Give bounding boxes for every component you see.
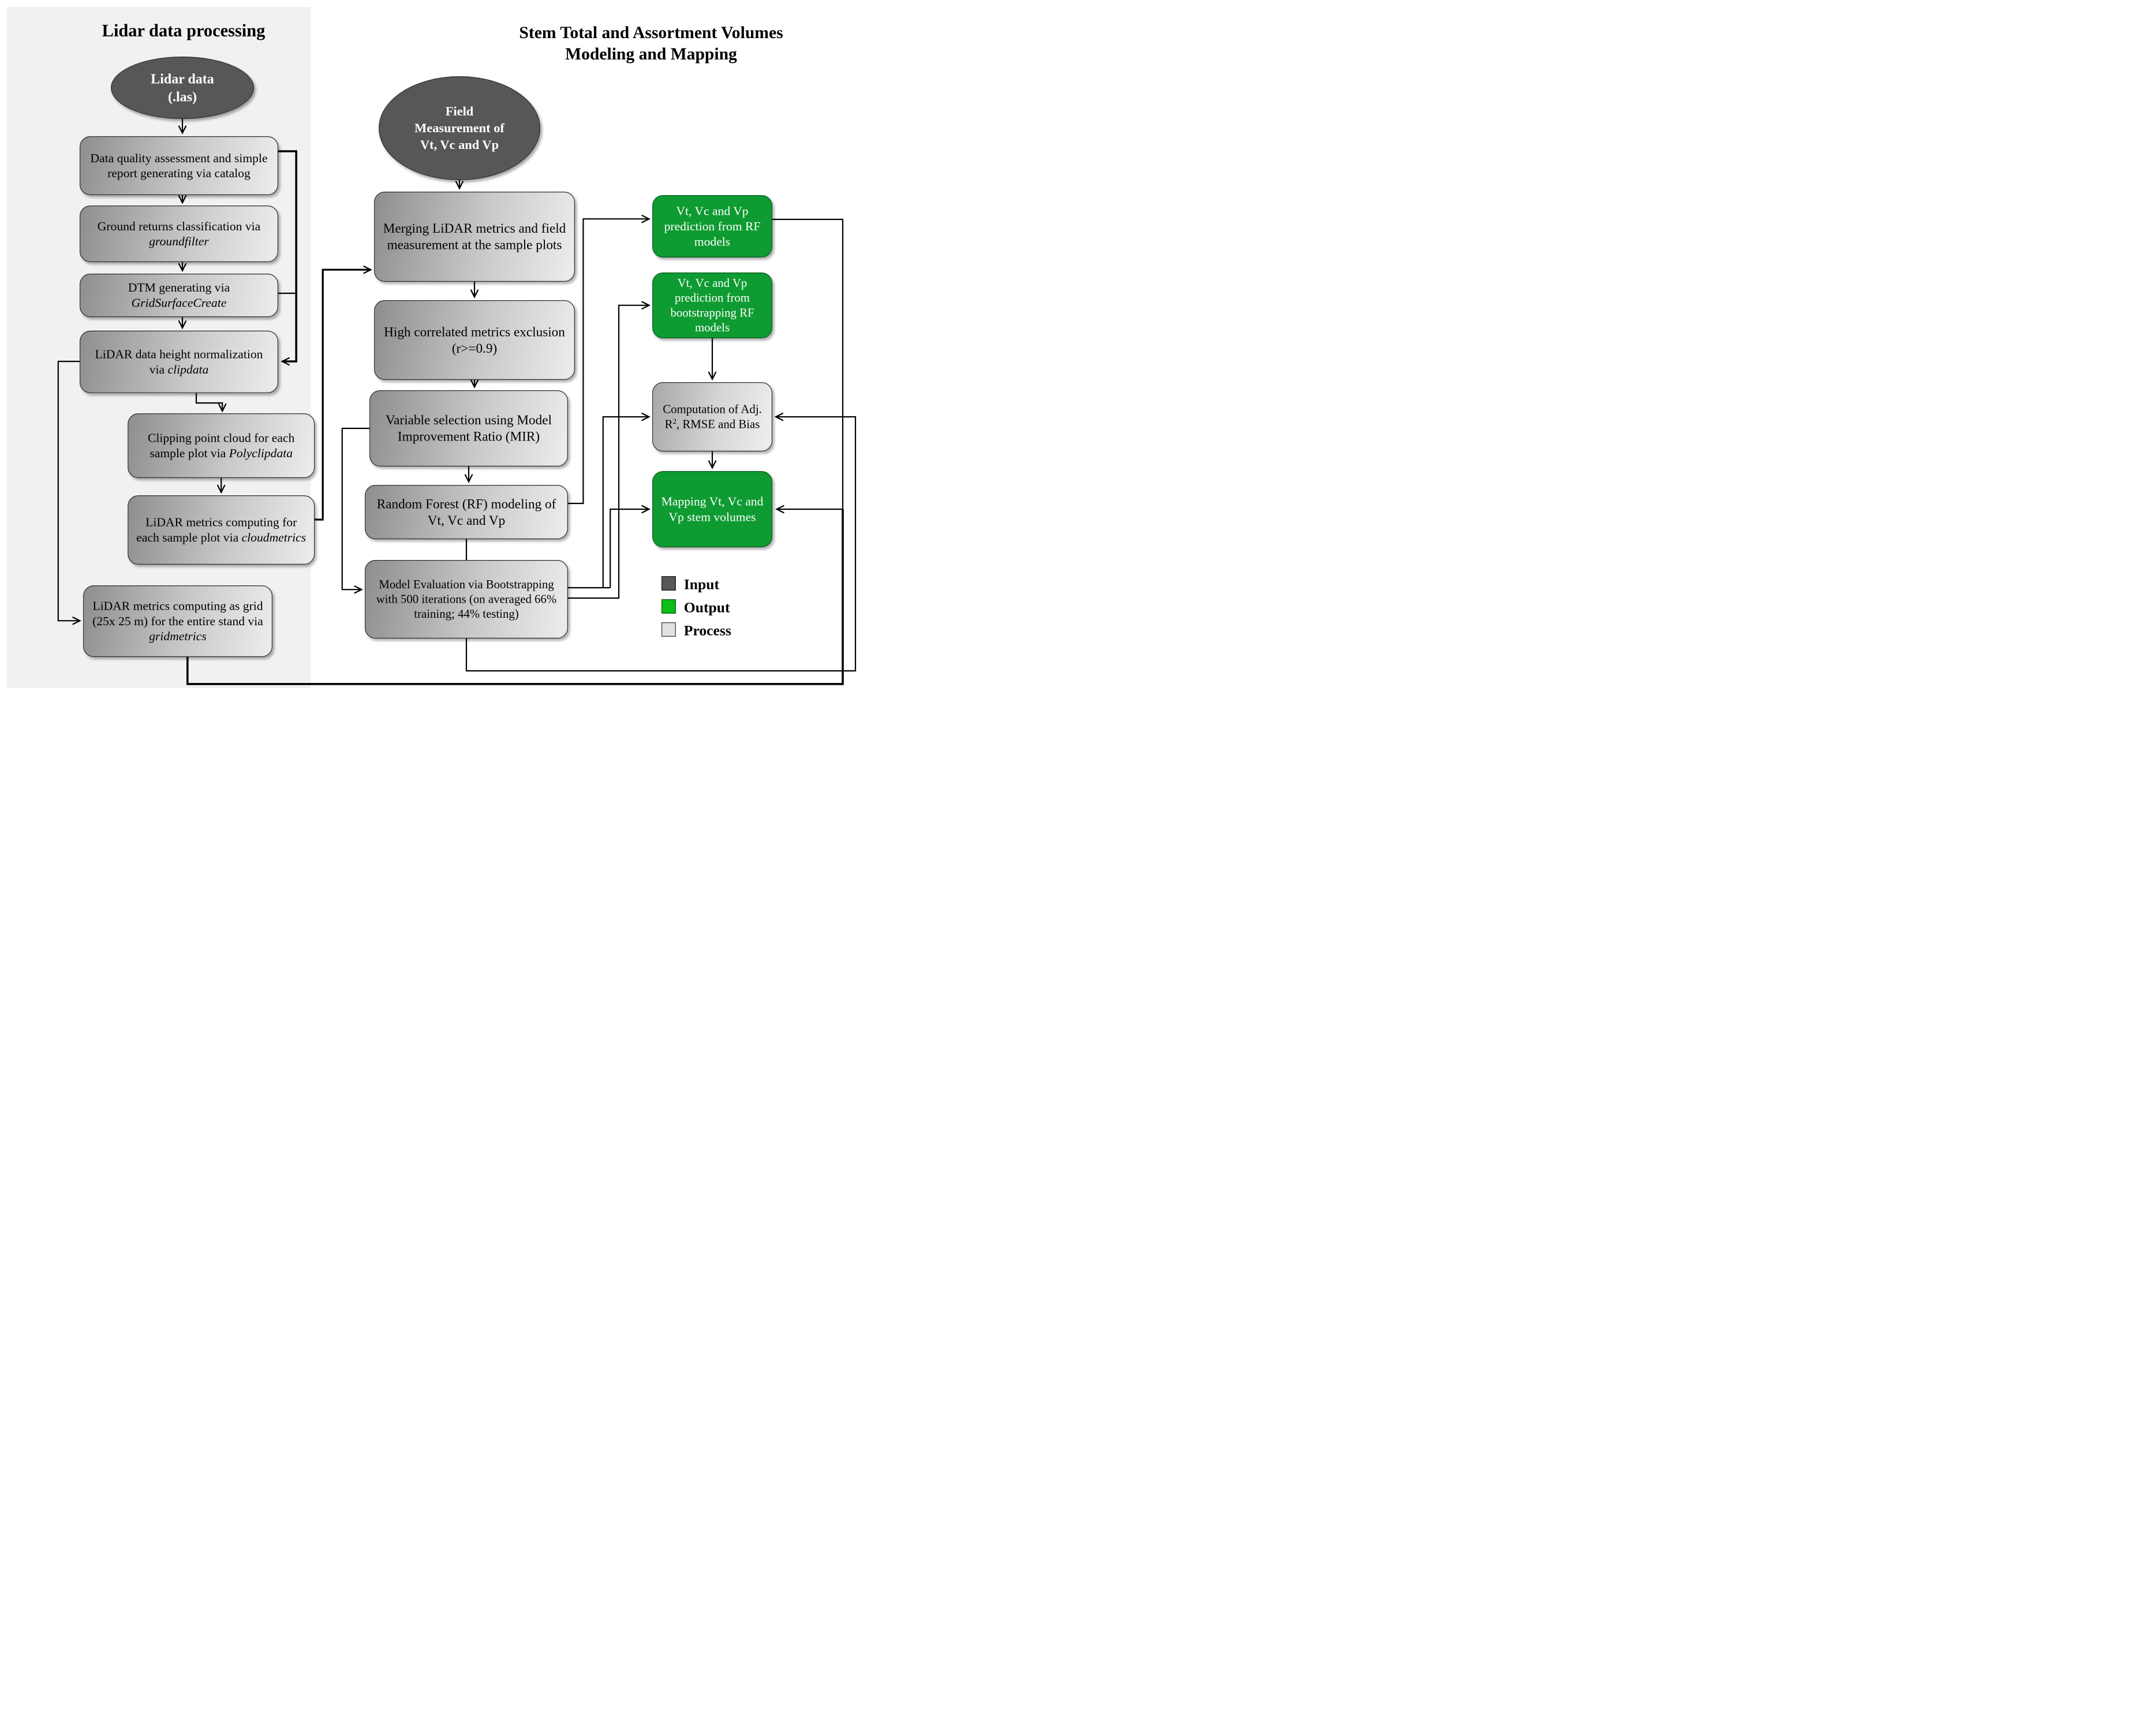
node-ground-returns: Ground returns classification via ground… bbox=[80, 206, 278, 262]
node-lidar-data-input: Lidar data(.las) bbox=[111, 57, 254, 119]
node-computation-stats: Computation of Adj. R2, RMSE and Bias bbox=[652, 382, 772, 451]
node-data-quality: Data quality assessment and simple repor… bbox=[80, 136, 278, 195]
legend-input-swatch bbox=[661, 576, 676, 591]
legend-process-swatch bbox=[661, 622, 676, 637]
connector-rf-to-computation bbox=[602, 412, 651, 588]
left-section-title: Lidar data processing bbox=[102, 21, 266, 40]
diagram-viewport: Lidar data processing Stem Total and Ass… bbox=[0, 0, 860, 695]
node-rf-modeling: Random Forest (RF) modeling of Vt, Vc an… bbox=[365, 485, 568, 539]
connector-predrf-right bbox=[772, 218, 844, 510]
legend-output-swatch bbox=[661, 599, 676, 614]
node-cloudmetrics: LiDAR metrics computing for each sample … bbox=[128, 495, 315, 565]
node-dtm-generating: DTM generating via GridSurfaceCreate bbox=[80, 274, 278, 318]
node-clipping-point-cloud: Clipping point cloud for each sample plo… bbox=[128, 413, 315, 478]
node-high-correlated-exclusion: High correlated metrics exclusion (r>=0.… bbox=[374, 300, 575, 380]
connector-eval-to-predboot bbox=[568, 301, 651, 599]
node-mapping-volumes: Mapping Vt, Vc and Vp stem volumes bbox=[652, 471, 772, 547]
legend-input-label: Input bbox=[683, 576, 719, 592]
node-height-normalization: LiDAR data height normalization via clip… bbox=[80, 330, 278, 393]
connector-cloudmetrics-to-merging bbox=[315, 265, 372, 521]
connector-rf-to-predrf bbox=[568, 214, 651, 505]
node-prediction-rf: Vt, Vc and Vp prediction from RF models bbox=[652, 195, 772, 257]
flowchart-stage: Lidar data processing Stem Total and Ass… bbox=[0, 0, 859, 695]
legend-process-label: Process bbox=[683, 622, 731, 639]
node-merging-metrics: Merging LiDAR metrics and field measurem… bbox=[374, 192, 575, 282]
node-prediction-bootstrapping: Vt, Vc and Vp prediction from bootstrapp… bbox=[652, 272, 772, 338]
right-section-title: Stem Total and Assortment Volumes Modeli… bbox=[519, 23, 783, 64]
node-gridmetrics: LiDAR metrics computing as grid (25x 25 … bbox=[83, 585, 272, 657]
node-variable-selection: Variable selection using Model Improveme… bbox=[369, 390, 568, 466]
connector-rf-to-mapping bbox=[610, 505, 651, 588]
node-model-evaluation: Model Evaluation via Bootstrapping with … bbox=[365, 560, 568, 639]
legend-output-label: Output bbox=[683, 599, 730, 615]
